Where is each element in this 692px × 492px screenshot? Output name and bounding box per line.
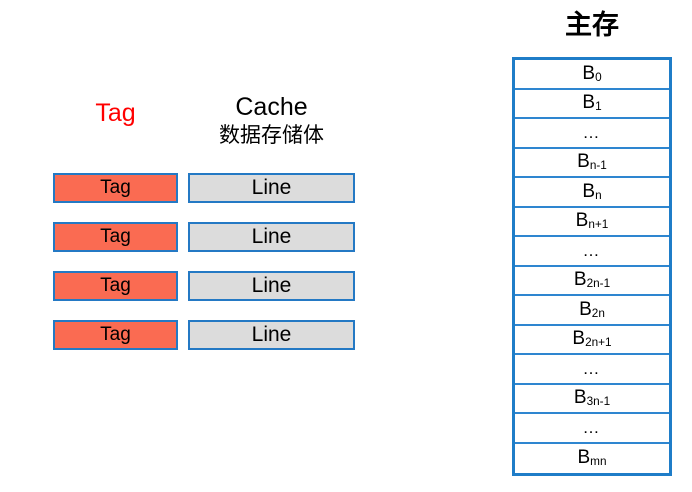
memory-block-subscript: 1	[595, 100, 602, 114]
memory-block-subscript: 2n-1	[586, 277, 611, 291]
memory-block-label: B	[582, 92, 596, 114]
tag-block: Tag	[53, 271, 178, 301]
cache-column-header: Cache 数据存储体	[188, 92, 355, 149]
memory-ellipsis-cell: …	[515, 237, 669, 267]
cache-line-row: Tag Line	[0, 271, 430, 301]
memory-block-subscript: 0	[595, 70, 602, 84]
cache-diagram: Tag Cache 数据存储体 Tag Line Tag Line Tag Li…	[0, 92, 430, 350]
memory-block-subscript: 2n+1	[585, 336, 612, 350]
tag-column-header: Tag	[95, 99, 136, 127]
memory-block-subscript: n+1	[588, 218, 609, 232]
memory-block-label: B	[572, 328, 586, 350]
memory-block-label: B	[573, 387, 587, 409]
memory-block-label: B	[577, 447, 591, 469]
memory-block-subscript: n	[595, 188, 602, 202]
tag-block: Tag	[53, 173, 178, 203]
cache-line-row: Tag Line	[0, 173, 430, 203]
memory-ellipsis-cell: …	[515, 119, 669, 149]
tag-block: Tag	[53, 222, 178, 252]
main-memory-title: 主存	[565, 10, 619, 40]
line-block: Line	[188, 173, 355, 203]
memory-block-label: B	[579, 298, 592, 320]
line-block: Line	[188, 320, 355, 350]
memory-block-subscript: 3n-1	[586, 395, 611, 409]
cache-line-row: Tag Line	[0, 222, 430, 252]
memory-block-subscript: n-1	[589, 159, 607, 173]
memory-block-subscript: mn	[590, 455, 607, 469]
cache-subtitle-label: 数据存储体	[219, 124, 324, 147]
line-block: Line	[188, 222, 355, 252]
memory-block-label: B	[582, 180, 596, 202]
memory-block-label: B	[577, 151, 590, 173]
tag-block: Tag	[53, 320, 178, 350]
memory-block-label: B	[582, 62, 596, 84]
memory-block-label: B	[573, 269, 587, 291]
memory-ellipsis-cell: …	[515, 414, 669, 444]
memory-block-subscript: 2n	[591, 306, 605, 320]
memory-ellipsis-cell: …	[515, 355, 669, 385]
cache-line-row: Tag Line	[0, 320, 430, 350]
cache-title-label: Cache	[235, 93, 308, 121]
line-block: Line	[188, 271, 355, 301]
memory-block-label: B	[575, 210, 589, 232]
